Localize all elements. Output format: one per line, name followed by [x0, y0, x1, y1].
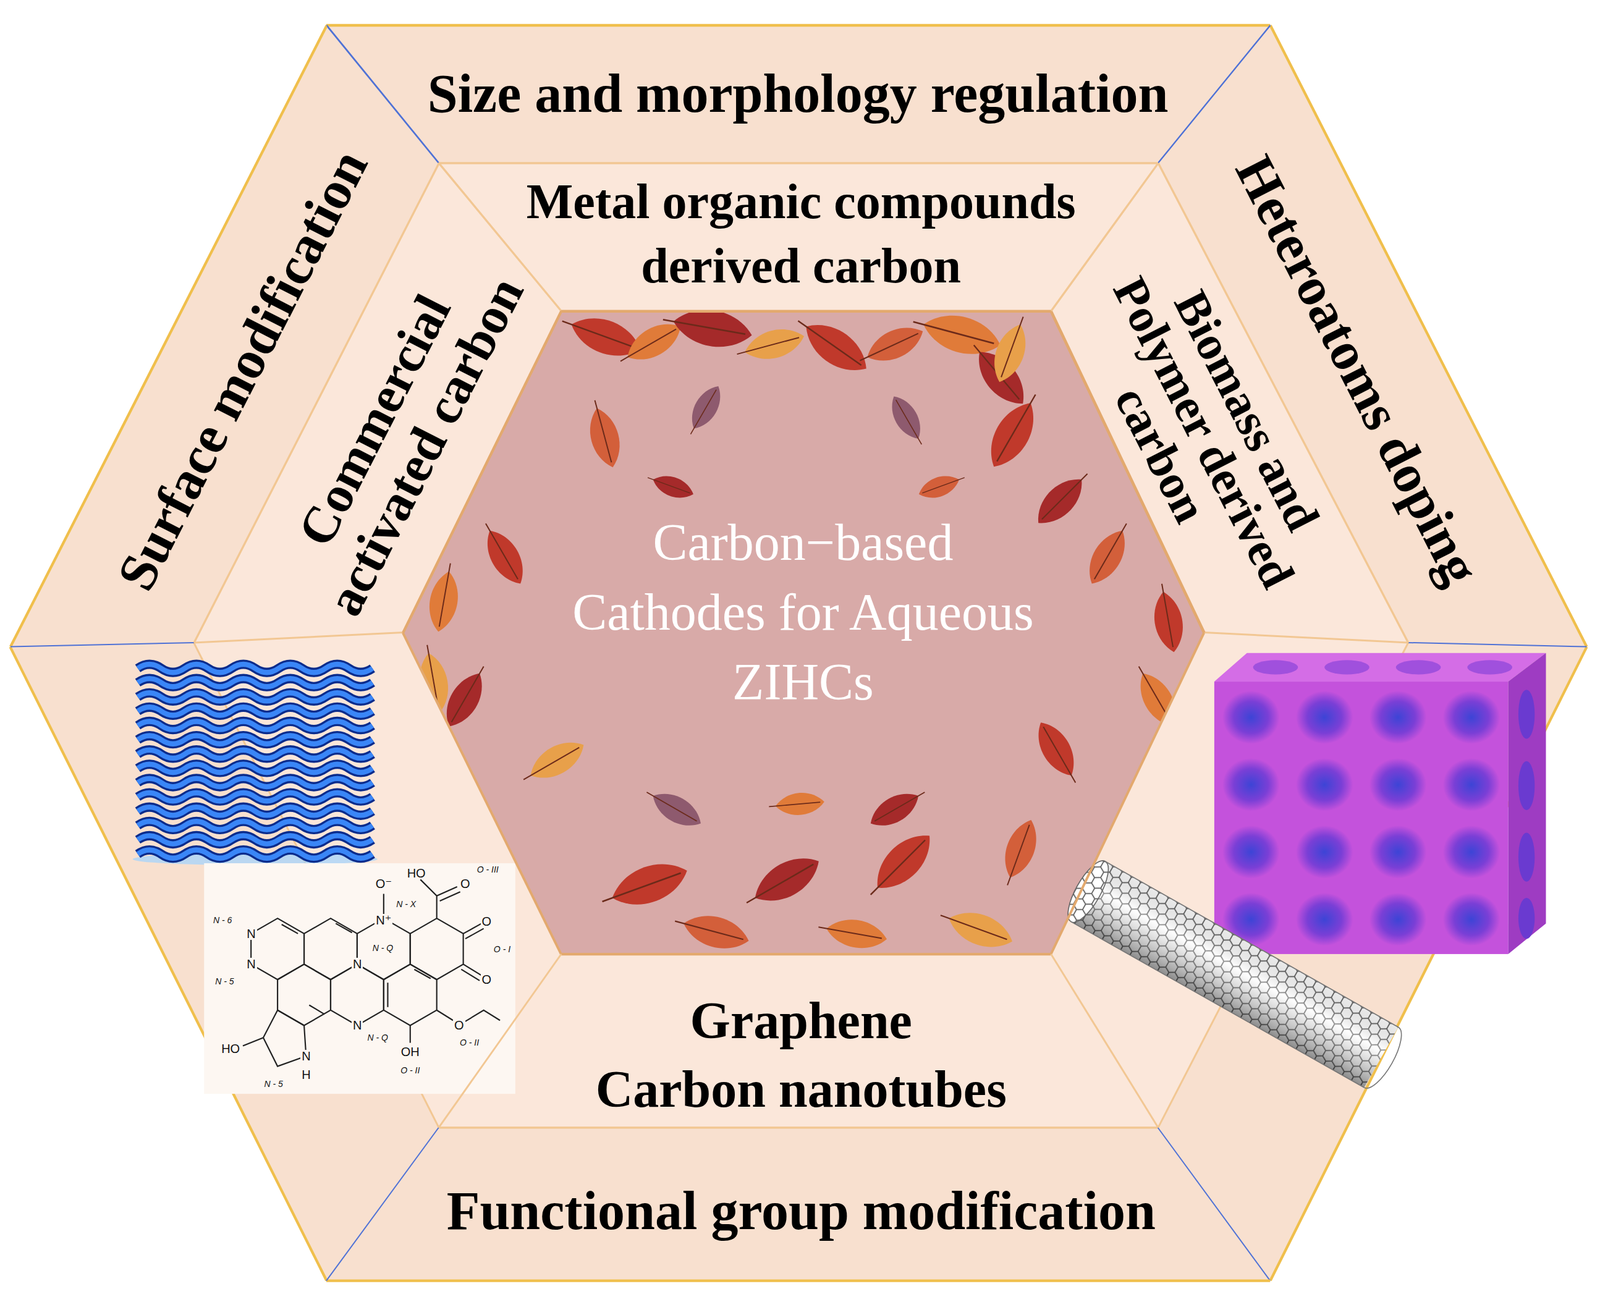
middle-band-segment: GrapheneCarbon nanotubes [438, 954, 1159, 1128]
segment-edge [326, 1127, 439, 1282]
segment-edge [438, 1126, 1159, 1129]
group-annotation: N - 5 [263, 1079, 285, 1089]
segment-edge [561, 952, 1052, 956]
segment-edge [1051, 311, 1205, 633]
group-annotation: N - 5 [213, 977, 235, 986]
segment-edge [1158, 25, 1271, 164]
segment-edge [326, 24, 1270, 27]
group-annotation: O - II [399, 1066, 421, 1075]
band-label: Metal organic compounds derived carbon [491, 169, 1110, 298]
band-label: Biomass and Polymer derived carbon [1052, 229, 1356, 637]
segment-edge [194, 632, 403, 644]
atom-label: N [245, 927, 257, 940]
center-hexagon: Carbon−based Cathodes for Aqueous ZIHCs [402, 311, 1204, 955]
layered-porous-structure [132, 664, 378, 866]
atom-label: O [480, 915, 494, 928]
atom-label: O⁻ [374, 877, 394, 890]
segment-edge [438, 162, 1159, 165]
group-annotation: N - 6 [211, 915, 233, 925]
center-title: Carbon−based Cathodes for Aqueous ZIHCs [564, 507, 1041, 718]
band-label: Graphene [595, 986, 1007, 1056]
segment-edge [1158, 1127, 1271, 1282]
label-group: GrapheneCarbon nanotubes [595, 986, 1007, 1125]
atom-label: HO [406, 867, 428, 880]
chemical-structure [203, 863, 516, 1094]
inner-hexagon [402, 311, 1204, 955]
segment-edge [10, 642, 195, 648]
label-group: Carbon−based Cathodes for Aqueous ZIHCs [564, 507, 1041, 718]
label-group: Functional group modification [446, 1178, 1156, 1245]
segment-edge [326, 25, 439, 164]
middle-band-segment: Metal organic compounds derived carbon [438, 163, 1159, 311]
segment-edge [1203, 632, 1408, 644]
segment-edge [438, 1126, 1159, 1129]
band-edges [10, 642, 1588, 1281]
segment-edge [402, 632, 562, 955]
atom-label: N [245, 957, 257, 971]
group-annotation: N - X [394, 899, 418, 909]
group-annotation: O - I [492, 944, 512, 954]
atom-label: N⁺ [374, 914, 393, 927]
segment-edge [561, 310, 1052, 313]
segment-edge [1158, 25, 1271, 164]
middle-band-segment: Biomass and Polymer derived carbon [1051, 163, 1409, 643]
segment-edge [561, 310, 1052, 313]
segment-edge [326, 25, 439, 164]
segment-edge [561, 952, 1052, 956]
group-annotation: O - II [458, 1038, 481, 1047]
label-group: Size and morphology regulation [427, 61, 1169, 127]
outer-band-segment: Size and morphology regulation [326, 25, 1270, 164]
atom-label: O [480, 973, 494, 986]
atom-label: O [452, 1019, 466, 1032]
middle-hexagon [194, 163, 1409, 1128]
outer-band-segment: Functional group modification [326, 1127, 1270, 1282]
band-label: Commercial activated carbon [253, 220, 547, 648]
outer-hexagon [10, 25, 1588, 1281]
group-annotation: O - III [475, 865, 500, 874]
porous-cube [1214, 653, 1547, 955]
segment-edge [1408, 642, 1588, 648]
atom-label: O [459, 877, 472, 890]
atom-label: HO [220, 1042, 242, 1055]
autumn-leaves [413, 302, 1188, 957]
atom-label: N [351, 957, 363, 971]
atom-label: H [300, 1068, 312, 1081]
atom-label: OH [399, 1045, 421, 1059]
band-label: Size and morphology regulation [427, 61, 1169, 127]
segment-edge [438, 954, 562, 1128]
atom-label: N [351, 1019, 363, 1032]
group-annotation: N - Q [365, 1033, 389, 1042]
segment-edge [1051, 954, 1159, 1128]
label-group: Metal organic compounds derived carbon [491, 169, 1110, 298]
segment-edge [438, 162, 1159, 165]
middle-band-segment: Commercial activated carbon [194, 163, 562, 643]
band-label: Functional group modification [446, 1178, 1156, 1245]
label-group: Commercial activated carbon [253, 220, 547, 648]
label-group: Biomass and Polymer derived carbon [1052, 229, 1356, 637]
group-annotation: N - Q [371, 943, 395, 953]
carbon-nanotube [1060, 855, 1410, 1094]
band-label: Carbon nanotubes [595, 1054, 1007, 1125]
segment-edge [402, 311, 562, 633]
segment-edge [1051, 632, 1205, 955]
segment-edge [326, 1279, 1270, 1282]
atom-label: N [300, 1049, 312, 1063]
